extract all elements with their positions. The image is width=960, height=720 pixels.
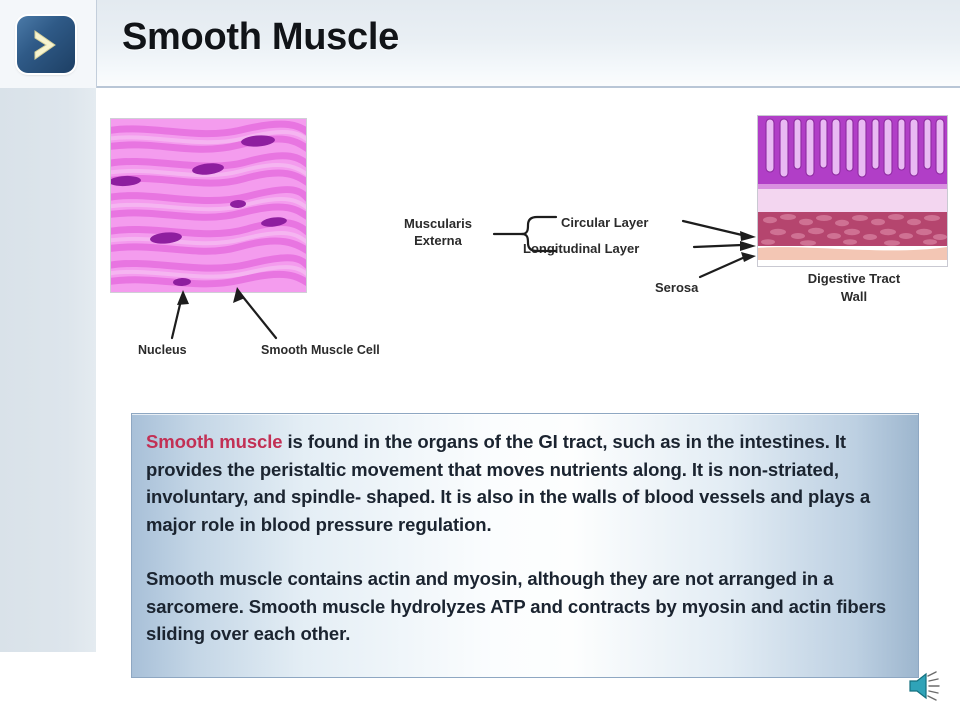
chevron-right-icon[interactable] bbox=[17, 16, 75, 73]
description-textbox: Smooth muscle is found in the organs of … bbox=[131, 413, 919, 678]
header-title-band bbox=[97, 0, 960, 88]
keyword-smooth-muscle: Smooth muscle bbox=[146, 431, 283, 452]
digestive-tract-wall-cross-section bbox=[757, 115, 948, 267]
description-paragraph-1: Smooth muscle is found in the organs of … bbox=[146, 428, 901, 538]
label-digestive-tract-wall-line2: Wall bbox=[840, 289, 868, 304]
left-margin-rail bbox=[0, 88, 96, 720]
label-longitudinal-layer: Longitudinal Layer bbox=[523, 241, 640, 256]
label-nucleus: Nucleus bbox=[138, 343, 187, 357]
slide-header bbox=[0, 0, 960, 88]
speaker-sound-icon[interactable] bbox=[908, 670, 942, 702]
label-circular-layer: Circular Layer bbox=[561, 215, 649, 230]
label-muscularis-externa: Muscularis Externa bbox=[386, 215, 490, 249]
page-title: Smooth Muscle bbox=[122, 16, 399, 58]
description-paragraph-1-rest: is found in the organs of the GI tract, … bbox=[146, 431, 871, 535]
label-muscularis-externa-line1: Muscularis bbox=[404, 216, 472, 231]
header-divider bbox=[96, 0, 97, 88]
smooth-muscle-histology-image bbox=[110, 118, 307, 293]
label-digestive-tract-wall-line1: Digestive Tract bbox=[807, 271, 901, 286]
description-paragraph-2: Smooth muscle contains actin and myosin,… bbox=[146, 568, 887, 644]
label-serosa: Serosa bbox=[655, 280, 699, 295]
label-muscularis-externa-line2: Externa bbox=[414, 233, 462, 248]
label-digestive-tract-wall: Digestive Tract Wall bbox=[781, 270, 927, 306]
left-margin-rail-bottom bbox=[0, 652, 96, 720]
label-smooth-muscle-cell: Smooth Muscle Cell bbox=[261, 343, 380, 357]
